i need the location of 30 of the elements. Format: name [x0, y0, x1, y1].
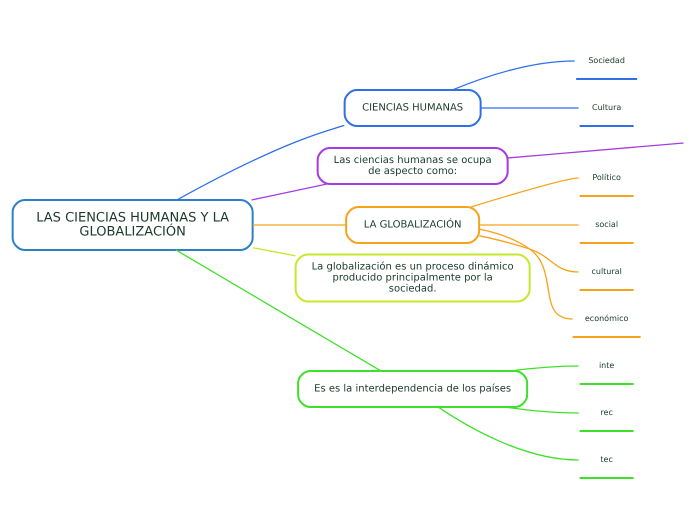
connector	[251, 182, 327, 200]
node-text: Sociedad	[588, 55, 625, 64]
connector	[479, 228, 573, 320]
connector	[176, 124, 345, 200]
node-box: LAS CIENCIAS HUMANAS Y LA GLOBALIZACIÓN	[12, 198, 254, 250]
node-text: rec	[600, 407, 613, 416]
node-box: La globalización es un proceso dinámico producido principalmente por la sociedad.	[294, 253, 531, 302]
node-text: tec	[600, 454, 613, 464]
node-box: Las ciencias humanas se ocupa de aspecto como:	[316, 146, 509, 184]
connector	[176, 249, 382, 371]
connector	[480, 106, 579, 108]
connector	[508, 142, 684, 158]
node-box: CIENCIAS HUMANAS	[344, 88, 482, 126]
connector	[452, 60, 575, 90]
connector	[252, 224, 346, 226]
connector	[252, 246, 296, 256]
connector	[504, 406, 579, 414]
node-text: social	[595, 219, 618, 228]
node-text: cultural	[591, 266, 622, 276]
connector	[479, 234, 579, 272]
node-text: inte	[598, 360, 614, 370]
connector	[438, 406, 579, 460]
connector	[479, 224, 579, 226]
connector	[470, 176, 579, 208]
node-box: Es es la interdependencia de los países	[297, 370, 528, 408]
node-box: LA GLOBALIZACIÓN	[345, 206, 480, 244]
node-text: Político	[592, 172, 621, 182]
node-text: económico	[584, 313, 628, 322]
node-text: Cultura	[592, 102, 622, 112]
connector	[510, 364, 579, 372]
